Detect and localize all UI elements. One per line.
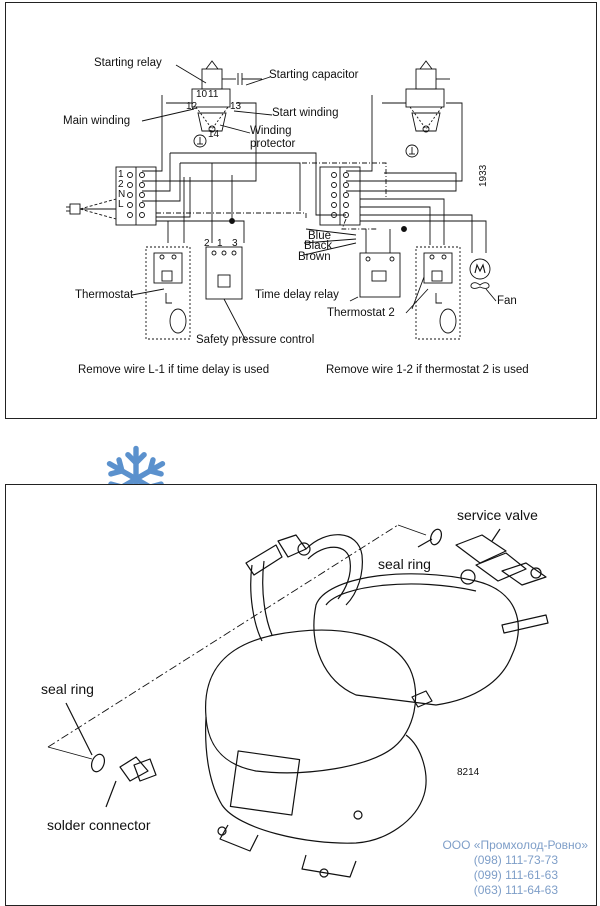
left-wiring <box>142 95 346 243</box>
solder-connector <box>65 528 501 808</box>
phone-3: (063) 111-64-63 <box>473 883 558 897</box>
wiring-diagram-panel: Starting relay Starting capacitor Main w… <box>5 2 597 419</box>
thermostat-2-box <box>411 246 461 340</box>
company-name: ООО «Промхолод-Ровно» <box>442 838 588 852</box>
seal-ring-left <box>90 753 106 773</box>
spc-terminal-1: 1 <box>217 238 223 249</box>
thermostat-left <box>145 246 191 340</box>
wire-black-label: Black <box>304 240 333 252</box>
safety-pressure-control-label: Safety pressure control <box>196 334 315 346</box>
block-terminal-l: L <box>118 199 124 210</box>
wire-brown-label: Brown <box>298 251 331 263</box>
block-terminal-2: 2 <box>118 179 124 190</box>
thermostat-label: Thermostat <box>75 289 134 301</box>
terminal-10: 10 <box>196 89 208 100</box>
wire-blue-label: Blue <box>308 230 332 242</box>
main-winding-label: Main winding <box>63 115 131 127</box>
left-starting-relay <box>191 60 262 133</box>
start-winding-label: Start winding <box>272 107 339 119</box>
plug-icon <box>66 198 117 220</box>
seal-ring-left-label: seal ring <box>41 681 94 697</box>
terminal-11: 11 <box>208 89 219 100</box>
winding-protector-label: Winding protector <box>250 125 296 150</box>
wiring-diagram-svg <box>66 60 497 342</box>
label-leaders <box>131 64 429 314</box>
compressor-drawing-svg <box>47 524 549 878</box>
service-valve-label: service valve <box>457 507 538 523</box>
time-delay-relay-box <box>349 252 401 302</box>
seal-ring-top <box>429 528 443 546</box>
thermostat-2-label: Thermostat 2 <box>327 307 395 319</box>
assembly-guide-lines <box>47 524 427 760</box>
fan-icon <box>470 282 497 302</box>
time-delay-relay-label: Time delay relay <box>255 289 339 301</box>
safety-pressure-control-box <box>205 246 247 342</box>
terminal-12: 12 <box>186 101 198 112</box>
fan-label: Fan <box>497 295 517 307</box>
compressor-main-dome <box>204 629 427 878</box>
right-wiring <box>242 95 487 256</box>
right-starting-relay <box>405 60 450 133</box>
spc-terminal-3: 3 <box>232 238 238 249</box>
compressor-rear-dome <box>313 573 519 706</box>
seal-ring-top-label: seal ring <box>378 556 431 572</box>
drawing-figure-number: 8214 <box>457 767 480 778</box>
diagram-figure-number: 1933 <box>478 164 489 187</box>
ground-icon <box>193 134 419 158</box>
terminal-13: 13 <box>230 101 242 112</box>
block-terminal-1: 1 <box>118 169 124 180</box>
starting-capacitor-label: Starting capacitor <box>269 69 359 81</box>
block-terminal-n: N <box>118 189 126 200</box>
right-terminal-block <box>319 166 361 226</box>
left-terminal-block <box>115 166 157 226</box>
terminal-14: 14 <box>208 129 220 140</box>
note-right: Remove wire 1-2 if thermostat 2 is used <box>326 364 529 376</box>
note-left: Remove wire L-1 if time delay is used <box>78 364 270 376</box>
solder-connector-label: solder connector <box>47 817 151 833</box>
spc-terminal-2: 2 <box>204 238 210 249</box>
service-valve <box>455 534 547 586</box>
phone-2: (099) 111-61-63 <box>473 868 558 882</box>
compressor-panel: service valve seal ring seal ring solder… <box>5 484 597 906</box>
phone-1: (098) 111-73-73 <box>473 853 558 867</box>
starting-relay-label: Starting relay <box>94 57 162 69</box>
process-tube <box>411 614 549 708</box>
compressor-tube <box>245 534 363 642</box>
snowflake-icon <box>100 445 172 518</box>
motor-icon <box>469 258 491 280</box>
